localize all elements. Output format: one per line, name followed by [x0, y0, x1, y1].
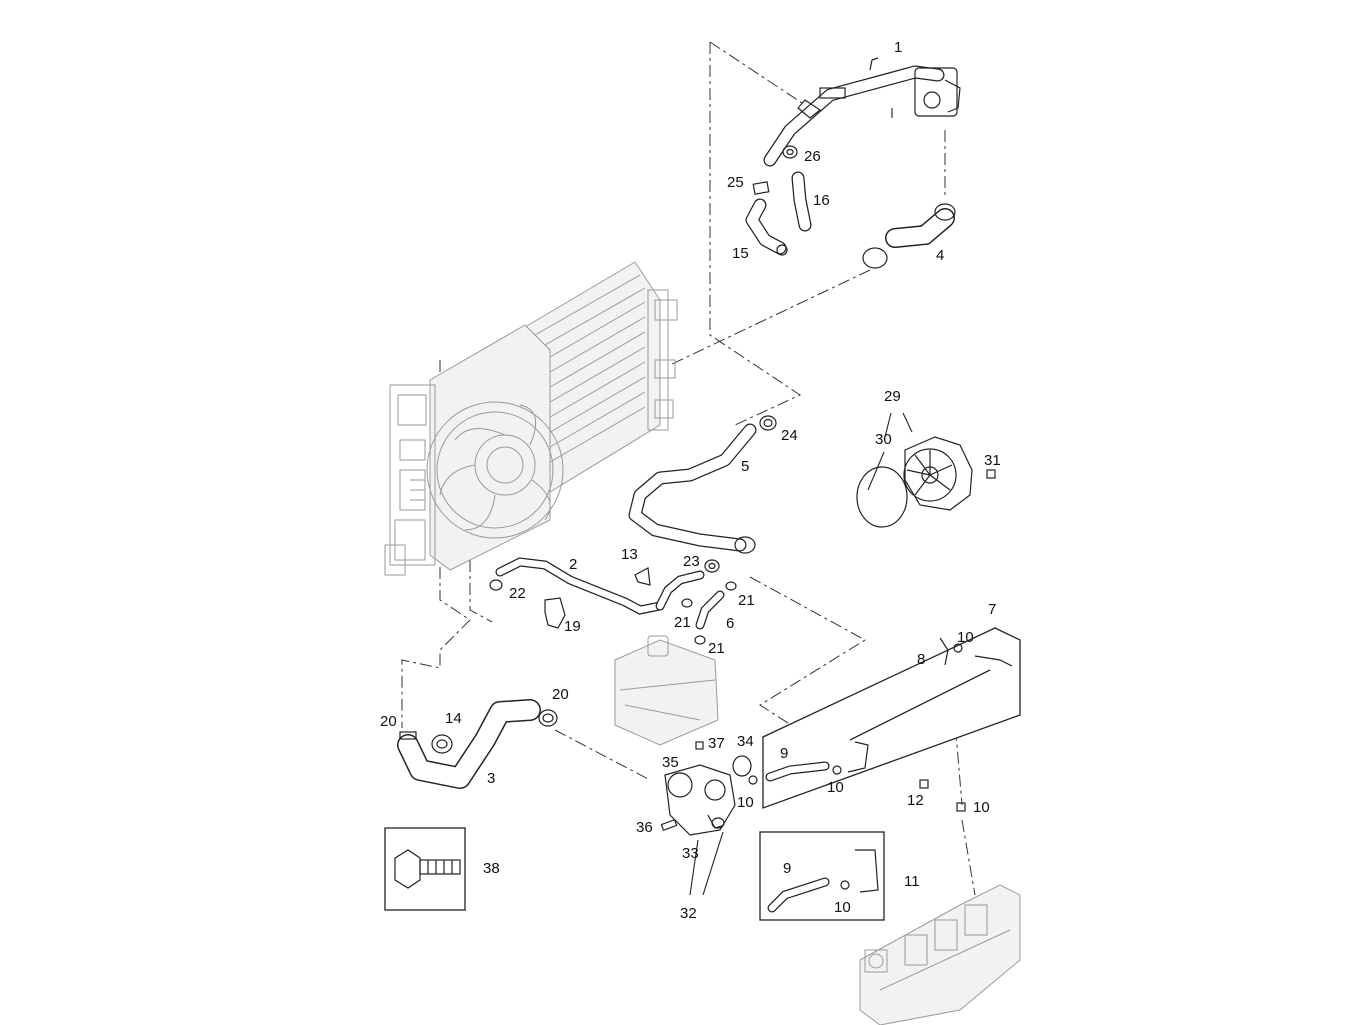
- hose-sleeve-25: [752, 181, 770, 195]
- callout-4: 4: [936, 247, 944, 264]
- callout-8: 8: [917, 651, 925, 668]
- callout-2: 2: [569, 556, 577, 573]
- callout-9-a: 9: [780, 745, 788, 762]
- seal-ring-34: [732, 755, 752, 777]
- bolt-31: [986, 469, 996, 479]
- radiator-hose-5: [628, 423, 757, 554]
- connector-19: [544, 597, 566, 629]
- callout-10-c: 10: [737, 794, 754, 811]
- heater-hose-2: [495, 557, 705, 615]
- callout-24: 24: [781, 427, 798, 444]
- hose-clamp-14: [431, 734, 453, 754]
- callout-36: 36: [636, 819, 653, 836]
- heater-hose-15: [745, 198, 788, 256]
- callout-33: 33: [682, 845, 699, 862]
- callout-13: 13: [621, 546, 638, 563]
- bolt-37: [695, 741, 704, 750]
- callout-25: 25: [727, 174, 744, 191]
- radiator-upper-hose-4: [862, 203, 956, 269]
- callout-14: 14: [445, 710, 462, 727]
- callout-1: 1: [894, 39, 902, 56]
- callout-3: 3: [487, 770, 495, 787]
- callout-16: 16: [813, 192, 830, 209]
- bleed-hose-16: [791, 171, 812, 232]
- callout-15: 15: [732, 245, 749, 262]
- callout-32: 32: [680, 905, 697, 922]
- callout-19: 19: [564, 618, 581, 635]
- callout-6: 6: [726, 615, 734, 632]
- expansion-tank: [614, 635, 719, 746]
- bypass-hose-6: [695, 590, 725, 630]
- callout-7: 7: [988, 601, 996, 618]
- callout-10-b: 10: [827, 779, 844, 796]
- thermostat-housing-32: [664, 764, 736, 836]
- radiator-lower-hose-3: [397, 699, 541, 789]
- callout-35: 35: [662, 754, 679, 771]
- callout-34: 34: [737, 733, 754, 750]
- callout-labels: 1 26 25 16 15 4 24 5 29 30 31 13 23 2 22…: [380, 39, 1001, 922]
- plug-36: [660, 819, 678, 831]
- seal-washer-10: [956, 802, 966, 812]
- callout-21-c: 21: [708, 640, 725, 657]
- callout-21-a: 21: [674, 614, 691, 631]
- callout-26: 26: [804, 148, 821, 165]
- callout-10-e: 10: [834, 899, 851, 916]
- radiator-assembly: [384, 261, 678, 576]
- hose-clamp-24: [759, 415, 777, 431]
- callout-leader-lines: [689, 108, 913, 896]
- callout-10-d: 10: [973, 799, 990, 816]
- pipe-kit-7-parts: [748, 637, 1013, 785]
- callout-31: 31: [984, 452, 1001, 469]
- callout-22: 22: [509, 585, 526, 602]
- callout-11: 11: [904, 873, 920, 890]
- pump-seal-ring-30: [856, 466, 908, 528]
- pipe-kit-box-7: [762, 627, 1021, 809]
- bolt-box-38: [384, 827, 466, 911]
- callout-12: 12: [907, 792, 924, 809]
- hose-clamp-20: [399, 709, 558, 740]
- hose-clamp-22: [489, 579, 503, 591]
- callout-38: 38: [483, 860, 500, 877]
- coolant-pipe-assembly: [763, 57, 961, 167]
- callout-23: 23: [683, 553, 700, 570]
- callout-10-a: 10: [957, 629, 974, 646]
- cylinder-head-block: [859, 884, 1021, 1025]
- callout-5: 5: [741, 458, 749, 475]
- callout-37: 37: [708, 735, 725, 752]
- callout-21-b: 21: [738, 592, 755, 609]
- callout-20-a: 20: [380, 713, 397, 730]
- pipe-kit-box-11: [759, 831, 885, 921]
- plug-12: [919, 779, 929, 789]
- hose-clamp-26: [782, 145, 798, 159]
- hose-clamp-23: [704, 559, 720, 573]
- callout-9-b: 9: [783, 860, 791, 877]
- callout-30: 30: [875, 431, 892, 448]
- hose-clip-13: [634, 567, 651, 586]
- hose-clamp-21: [681, 581, 737, 645]
- water-pump-29: [903, 436, 973, 511]
- callout-29: 29: [884, 388, 901, 405]
- callout-20-b: 20: [552, 686, 569, 703]
